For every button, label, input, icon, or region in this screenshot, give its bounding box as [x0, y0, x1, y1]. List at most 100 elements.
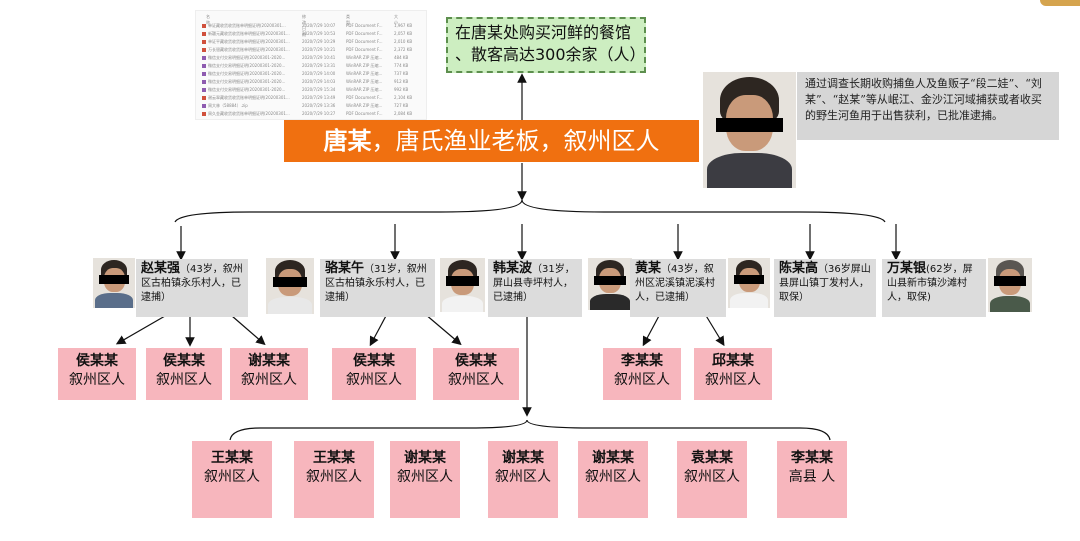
- associate-name: 侯某某: [163, 353, 205, 369]
- file-size: 912 KB: [394, 79, 409, 84]
- file-type: WinRAR ZIP 压缩...: [346, 63, 383, 68]
- associate-box: 谢某某叙州区人: [488, 441, 558, 518]
- file-icon: [202, 104, 206, 108]
- associate-box: 侯某某叙州区人: [146, 348, 222, 400]
- note-text: 通过调查长期收购捕鱼人及鱼贩子“段二娃”、“刘某”、“赵某”等从岷江、金沙江河域…: [805, 77, 1042, 122]
- file-size: 727 KB: [394, 103, 409, 108]
- tier-info: （36岁屏山县屏山镇丁发村人，取保）: [779, 264, 871, 303]
- file-name: 周大林（58884）.zip: [208, 103, 248, 108]
- associate-place: 叙州区人: [705, 372, 761, 388]
- associate-name: 侯某某: [353, 353, 395, 369]
- file-icon: [202, 80, 206, 84]
- tier-info: （43岁，叙州区泥溪镇泥溪村人，已逮捕）: [635, 264, 715, 303]
- associate-box: 李某某叙州区人: [603, 348, 681, 400]
- file-icon: [202, 72, 206, 76]
- associate-place: 叙州区人: [306, 469, 362, 485]
- tier-info: （31岁，屏山县寺坪村人，已逮捕）: [493, 264, 575, 303]
- associate-place: 叙州区人: [684, 469, 740, 485]
- file-name: 微信支付交易明细证明(20200301-2020...: [208, 55, 286, 60]
- file-size: 1,967 KB: [394, 23, 413, 28]
- associate-name: 邱某某: [712, 353, 754, 369]
- suspect-photo-zhao: [93, 258, 135, 308]
- file-date: 2020/7/29 14:03: [302, 79, 336, 84]
- column-date: 修改日期: [302, 14, 306, 37]
- main-suspect-photo: [703, 72, 796, 188]
- file-type: PDF Document F...: [346, 95, 383, 100]
- associate-box: 王某某叙州区人: [294, 441, 374, 518]
- associate-name: 侯某某: [455, 353, 497, 369]
- associate-place: 叙州区人: [397, 469, 453, 485]
- file-size: 484 KB: [394, 55, 409, 60]
- associate-box: 侯某某叙州区人: [332, 348, 416, 400]
- suspect-photo-wan: [988, 258, 1032, 312]
- callout-box: 在唐某处购买河鲜的餐馆 、散客高达300余家（人）: [446, 17, 646, 73]
- column-name: 名称: [206, 14, 210, 25]
- associate-name: 侯某某: [76, 353, 118, 369]
- file-date: 2020/7/29 13:49: [302, 95, 336, 100]
- associate-box: 袁某某叙州区人: [677, 441, 747, 518]
- file-type: WinRAR ZIP 压缩...: [346, 71, 383, 76]
- tier-box-zhao: 赵某强（43岁，叙州区古柏镇永乐村人，已逮捕）: [136, 259, 248, 317]
- associate-place: 叙州区人: [241, 372, 297, 388]
- file-size: 2,010 KB: [394, 39, 413, 44]
- suspect-photo-chen: [728, 258, 770, 308]
- file-name: 微信支付交易明细证明(20200301-2020...: [208, 87, 286, 92]
- associate-box: 侯某某叙州区人: [433, 348, 519, 400]
- file-icon: [202, 32, 206, 36]
- associate-name: 谢某某: [592, 450, 634, 466]
- associate-place: 叙州区人: [585, 469, 641, 485]
- associate-box: 邱某某叙州区人: [694, 348, 772, 400]
- file-name: 新疆元藏收货收货账单明细证明(20200301...: [208, 31, 290, 36]
- tier-name: 黄某: [635, 261, 662, 276]
- file-size: 737 KB: [394, 71, 409, 76]
- associate-box: 谢某某叙州区人: [390, 441, 460, 518]
- tier-box-wan: 万某银(62岁，屏山县新市镇沙滩村人，取保): [882, 259, 986, 317]
- file-size: 992 KB: [394, 87, 409, 92]
- associate-place: 叙州区人: [448, 372, 504, 388]
- associate-box: 谢某某叙州区人: [230, 348, 308, 400]
- file-date: 2020/7/29 10:41: [302, 55, 336, 60]
- associate-name: 李某某: [791, 450, 833, 466]
- associate-name: 袁某某: [691, 450, 733, 466]
- file-type: PDF Document F...: [346, 47, 383, 52]
- callout-line-2: 、散客高达300余家（人）: [455, 45, 646, 64]
- suspect-photo-luo: [266, 258, 314, 314]
- file-date: 2020/7/29 13:36: [302, 103, 336, 108]
- file-list-screenshot: 名称 修改日期 类型 大小 单证藏收货收货账单明细证明(20200301...2…: [195, 10, 427, 120]
- file-icon: [202, 112, 206, 116]
- associate-box: 李某某高县 人: [777, 441, 847, 518]
- file-date: 2020/7/29 15:34: [302, 87, 336, 92]
- file-name: 微信支付交易明细证明(20200301-2020...: [208, 71, 286, 76]
- tier-info: （43岁，叙州区古柏镇永乐村人，已逮捕）: [141, 264, 243, 303]
- associate-place: 叙州区人: [495, 469, 551, 485]
- file-type: WinRAR ZIP 压缩...: [346, 55, 383, 60]
- file-name: 微信支付交易明细证明(20200301-2020...: [208, 79, 286, 84]
- main-suspect-desc: ，唐氏渔业老板，叙州区人: [371, 127, 660, 155]
- file-type: WinRAR ZIP 压缩...: [346, 103, 383, 108]
- file-icon: [202, 64, 206, 68]
- associate-place: 叙州区人: [156, 372, 212, 388]
- file-type: WinRAR ZIP 压缩...: [346, 79, 383, 84]
- associate-box: 王某某叙州区人: [192, 441, 272, 518]
- file-name: 周久金藏收货收货账单明细证明(20200301...: [208, 111, 290, 116]
- tier-info: (62岁，屏山县新市镇沙滩村人，取保): [887, 264, 973, 303]
- associate-place: 叙州区人: [614, 372, 670, 388]
- suspect-photo-han: [440, 258, 485, 312]
- associate-name: 李某某: [621, 353, 663, 369]
- file-name: 万长银藏收货收货账单明细证明(20200301...: [208, 47, 290, 52]
- tier-name: 赵某强: [141, 261, 181, 276]
- file-date: 2020/7/29 10:27: [302, 111, 336, 116]
- column-size: 大小: [394, 14, 398, 25]
- file-type: PDF Document F...: [346, 23, 383, 28]
- associate-name: 王某某: [211, 450, 253, 466]
- tier-box-chen: 陈某高（36岁屏山县屏山镇丁发村人，取保）: [774, 259, 876, 317]
- file-icon: [202, 40, 206, 44]
- file-size: 2,372 KB: [394, 47, 413, 52]
- file-size: 2,084 KB: [394, 111, 413, 116]
- file-icon: [202, 24, 206, 28]
- file-size: 2,104 KB: [394, 95, 413, 100]
- callout-line-1: 在唐某处购买河鲜的餐馆: [455, 23, 632, 42]
- file-type: PDF Document F...: [346, 31, 383, 36]
- associate-box: 侯某某叙州区人: [58, 348, 136, 400]
